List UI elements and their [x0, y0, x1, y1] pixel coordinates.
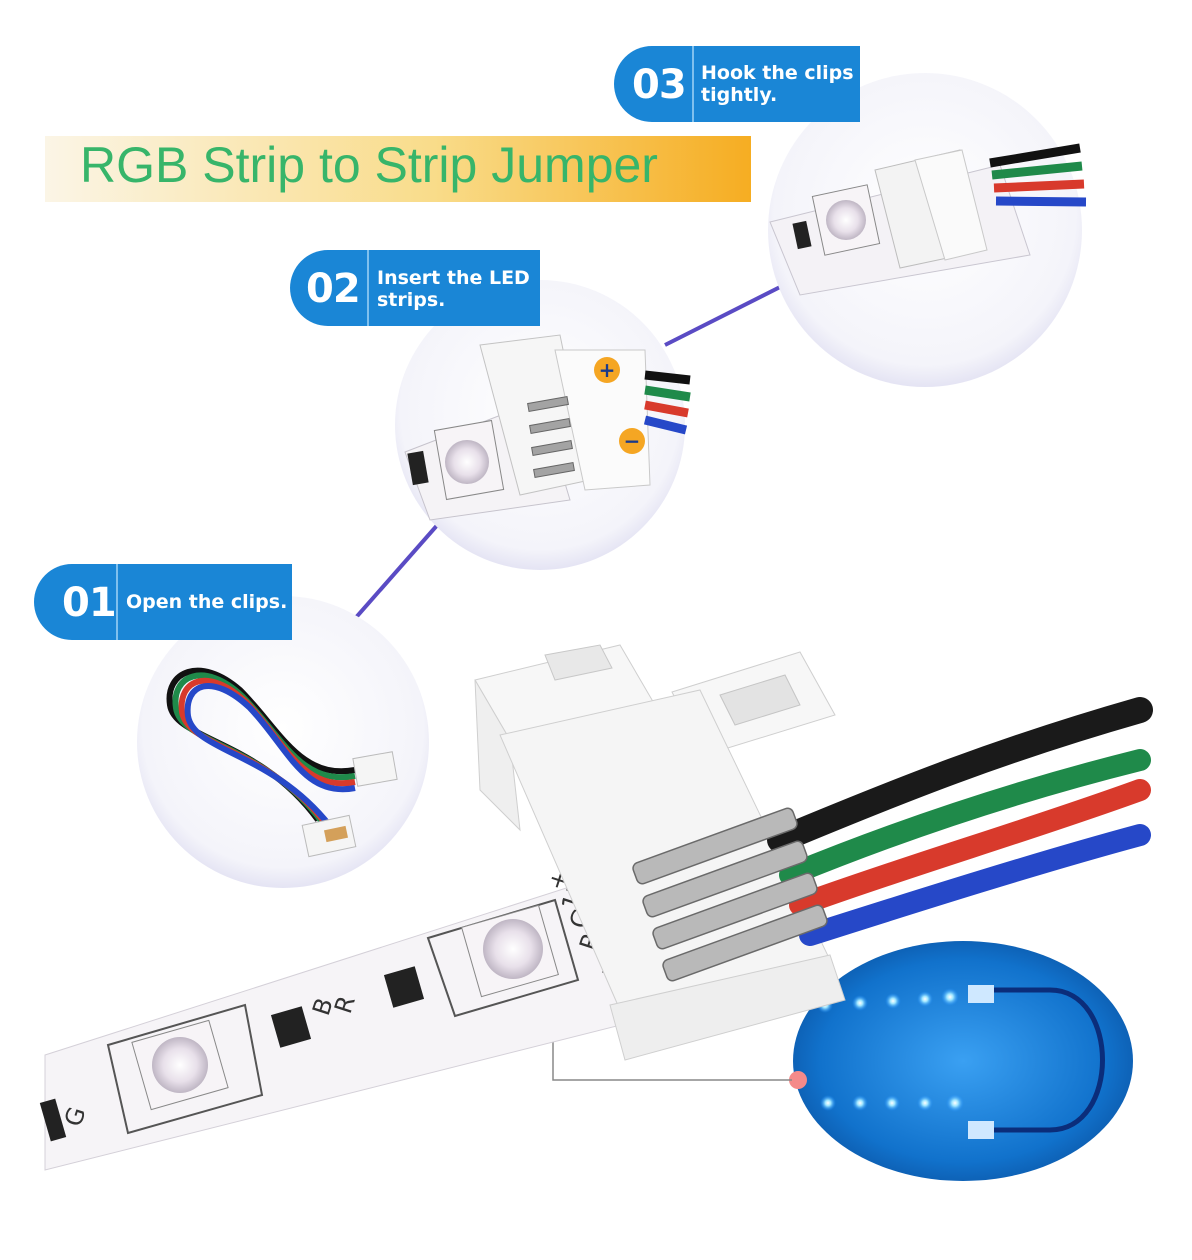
title-banner [45, 136, 751, 202]
main-led-strip: + 12V G R B B R G [39, 857, 721, 1171]
step1-number: 01 [62, 580, 117, 626]
step2-number: 02 [306, 266, 361, 312]
step3-number: 03 [632, 62, 687, 108]
metal-crimps [632, 807, 828, 982]
step-badges [34, 46, 860, 640]
step2-text-line1: Insert the LED [377, 267, 530, 289]
step1-circle [137, 596, 429, 888]
step2-text-line2: strips. [377, 289, 446, 311]
step3-text-line1: Hook the clips [701, 62, 854, 84]
connector-lines [350, 281, 789, 624]
step3-text-line2: tightly. [701, 84, 778, 106]
main-wires [767, 697, 1153, 946]
step3-circle [768, 73, 1087, 387]
banner-title: RGB Strip to Strip Jumper [80, 137, 658, 193]
plus-mark: + [599, 358, 616, 382]
step2-circle: + − [395, 280, 691, 570]
glow-demo-circle [789, 941, 1133, 1181]
step1-text: Open the clips. [126, 591, 288, 613]
minus-mark: − [624, 429, 641, 453]
